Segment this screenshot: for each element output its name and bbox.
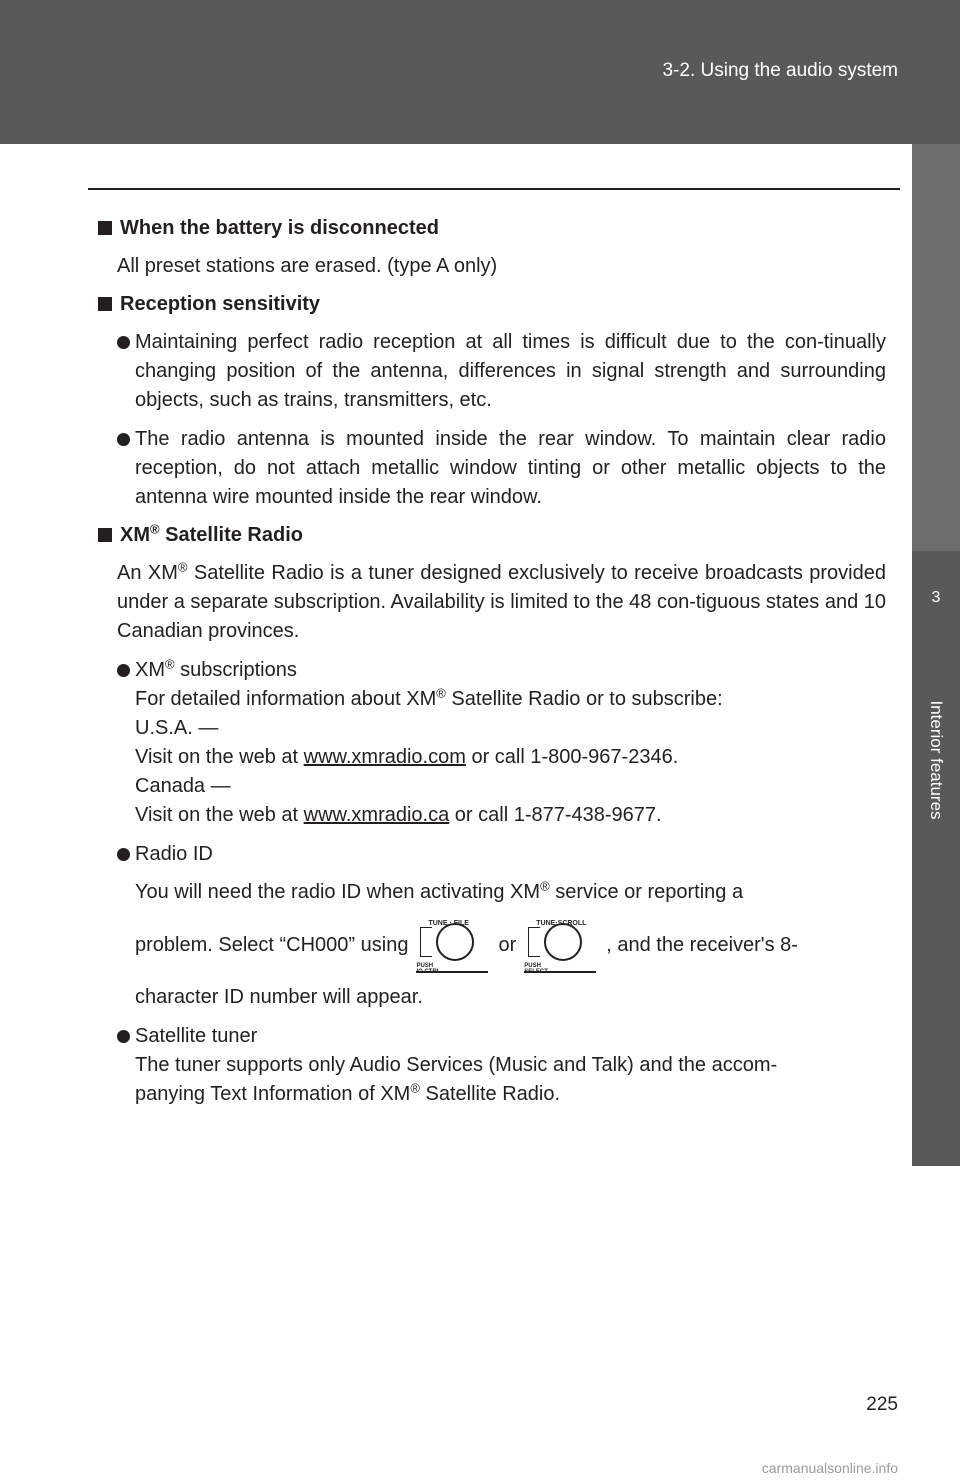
tuner-label: Satellite tuner <box>135 1025 258 1047</box>
round-bullet-icon <box>117 656 135 830</box>
page-content: When the battery is disconnected All pre… <box>96 214 886 1109</box>
radio-id-text: You will need the radio ID when activati… <box>135 878 744 903</box>
square-bullet-icon <box>98 528 112 542</box>
square-bullet-icon <box>98 221 112 235</box>
subscriptions-label: XM® subscriptions <box>135 656 297 681</box>
chapter-label: Interior features <box>927 700 946 820</box>
tuner-text: The tuner supports only Audio Services (… <box>135 1054 778 1076</box>
square-bullet-icon <box>98 297 112 311</box>
round-bullet-icon <box>117 425 135 512</box>
list-item: Maintaining perfect radio reception at a… <box>96 328 886 415</box>
header-rule <box>88 188 900 190</box>
canada-contact: Visit on the web at www.xmradio.ca or ca… <box>135 804 662 826</box>
chapter-number: 3 <box>931 589 941 606</box>
radio-id-label: Radio ID <box>135 843 213 865</box>
round-bullet-icon <box>117 1022 135 1109</box>
char-id-text: character ID number will appear. <box>135 986 423 1008</box>
section-title: 3-2. Using the audio system <box>662 60 898 81</box>
tune-file-knob-icon: TUNE · FILE PUSHIO CTRL <box>416 909 490 981</box>
knob-instruction: problem. Select “CH000” using TUNE · FIL… <box>135 907 886 983</box>
usa-contact: Visit on the web at www.xmradio.com or c… <box>135 746 679 768</box>
reception-heading: Reception sensitivity <box>96 290 886 319</box>
list-item: Satellite tuner The tuner supports only … <box>96 1022 886 1109</box>
usa-web-link[interactable]: www.xmradio.com <box>303 746 466 768</box>
battery-heading: When the battery is disconnected <box>96 214 886 243</box>
subscriptions-info: For detailed information about XM® Satel… <box>135 685 723 710</box>
list-item: XM® subscriptions For detailed informati… <box>96 656 886 830</box>
list-item: Radio ID You will need the radio ID when… <box>96 840 886 1012</box>
tuner-text-2: panying Text Information of XM® Satellit… <box>135 1080 561 1105</box>
xm-heading: XM® Satellite Radio <box>96 521 886 550</box>
page-number: 225 <box>866 1394 898 1415</box>
round-bullet-icon <box>117 840 135 1012</box>
list-item: The radio antenna is mounted inside the … <box>96 425 886 512</box>
canada-web-link[interactable]: www.xmradio.ca <box>303 804 450 826</box>
tune-scroll-knob-icon: TUNE·SCROLL PUSHSELECT <box>524 909 598 981</box>
canada-label: Canada — <box>135 775 231 797</box>
round-bullet-icon <box>117 328 135 415</box>
battery-text: All preset stations are erased. (type A … <box>117 255 498 277</box>
chapter-side-tab-upper <box>912 144 960 551</box>
header-band: 3-2. Using the audio system <box>0 0 960 144</box>
watermark: carmanualsonline.info <box>761 1460 898 1476</box>
usa-label: U.S.A. — <box>135 717 219 739</box>
xm-intro: An XM® Satellite Radio is a tuner design… <box>117 559 886 642</box>
